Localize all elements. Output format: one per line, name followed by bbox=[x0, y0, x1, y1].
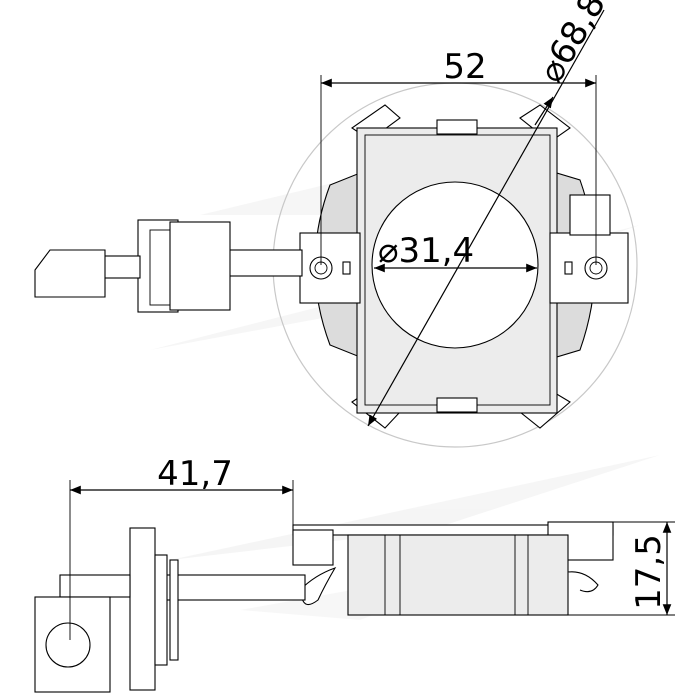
lead-terminal bbox=[34, 249, 106, 298]
side-view: 41,7 17,5 bbox=[34, 454, 675, 693]
left-terminal-slot bbox=[342, 261, 351, 275]
right-spring-box bbox=[569, 194, 611, 236]
side-main-body bbox=[347, 534, 569, 616]
dim-inner-diameter-label: ⌀31,4 bbox=[378, 231, 474, 271]
dim-outer-diameter-leader bbox=[367, 9, 605, 427]
side-terminal-hole bbox=[45, 622, 91, 668]
side-left-spring bbox=[299, 566, 337, 606]
top-notch bbox=[436, 119, 478, 135]
bottom-notch bbox=[436, 397, 478, 413]
side-connector-step bbox=[154, 554, 168, 666]
side-connector-flange bbox=[129, 527, 156, 691]
side-lead-wire bbox=[159, 574, 306, 601]
dim-outer-diameter-label: ⌀68,8 bbox=[531, 0, 614, 90]
dim-52-label: 52 bbox=[443, 47, 486, 87]
top-view: 52 ⌀68,8 ⌀31,4 bbox=[34, 0, 638, 448]
connector-housing bbox=[169, 221, 231, 311]
dim-41-7-label: 41,7 bbox=[157, 454, 233, 494]
right-terminal-slot bbox=[564, 261, 573, 275]
side-right-spring bbox=[567, 571, 599, 593]
side-connector-stem bbox=[59, 574, 131, 598]
side-lead-post bbox=[169, 559, 179, 661]
dim-outer-diameter-arrow bbox=[534, 96, 554, 126]
dim-17-5-label: 17,5 bbox=[629, 534, 669, 610]
side-left-bracket bbox=[292, 529, 334, 566]
